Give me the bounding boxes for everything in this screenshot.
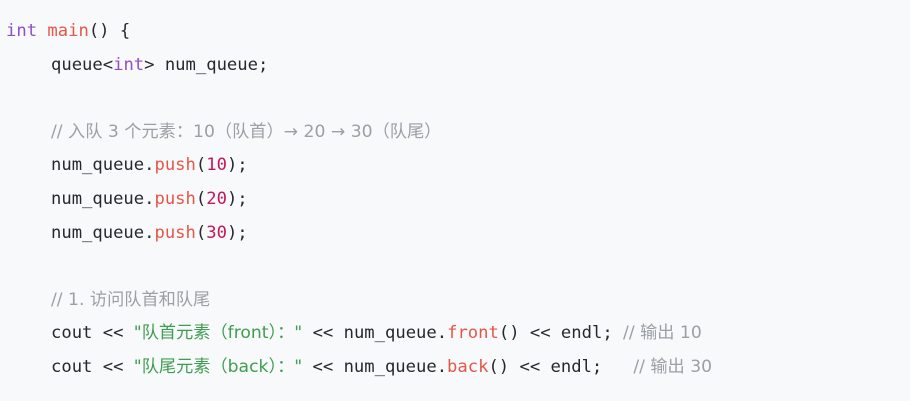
code-line-2: queue<int> num_queue;: [6, 49, 910, 83]
code-text: );: [226, 222, 248, 243]
code-text: (: [195, 222, 207, 243]
code-comment: // 1. 访问队首和队尾: [51, 289, 211, 310]
code-text: << num_queue.: [302, 356, 448, 377]
number-literal: 10: [206, 155, 227, 176]
code-line-7: num_queue.push(30);: [6, 217, 910, 251]
code-line-3-blank: [6, 82, 910, 116]
code-line-9: // 1. 访问队首和队尾: [6, 284, 910, 318]
code-comment: // 输出 10: [623, 323, 702, 344]
code-comment: // 输出 30: [633, 356, 713, 377]
number-literal: 20: [206, 188, 227, 209]
code-text: > num_queue;: [144, 54, 269, 75]
code-line-11: cout << "队尾元素（back）：" << num_queue.back(…: [6, 351, 910, 385]
code-text: num_queue.: [51, 155, 155, 176]
code-text: );: [226, 188, 248, 209]
code-text: (: [195, 188, 207, 209]
code-text: cout <<: [51, 323, 134, 344]
code-text: num_queue.: [51, 188, 155, 209]
code-text: () << endl;: [488, 356, 634, 377]
function-push: push: [154, 222, 196, 243]
code-line-10: cout << "队首元素（front）：" << num_queue.fron…: [6, 317, 910, 351]
function-push: push: [154, 188, 196, 209]
function-main: main: [47, 21, 89, 41]
code-line-6: num_queue.push(20);: [6, 183, 910, 217]
code-comment: // 入队 3 个元素：10（队首）→ 20 → 30（队尾）: [51, 121, 442, 142]
number-literal: 30: [206, 222, 227, 243]
code-text: () << endl;: [498, 323, 624, 344]
code-text: num_queue.: [51, 222, 155, 243]
code-text: () {: [88, 21, 131, 41]
keyword-int: int: [6, 21, 38, 41]
code-line-4: // 入队 3 个元素：10（队首）→ 20 → 30（队尾）: [6, 116, 910, 150]
function-front: front: [447, 323, 499, 344]
string-literal: "队首元素（front）：": [133, 323, 303, 344]
function-push: push: [154, 155, 196, 176]
code-text: );: [226, 155, 248, 176]
code-text: << num_queue.: [302, 323, 448, 344]
function-back: back: [447, 356, 489, 377]
code-line-1: int main() {: [6, 15, 910, 49]
string-literal: "队尾元素（back）：": [133, 356, 303, 377]
code-text: (: [195, 155, 207, 176]
code-text: cout <<: [51, 356, 134, 377]
keyword-int: int: [113, 54, 145, 75]
code-line-8-blank: [6, 250, 910, 284]
code-text: queue<: [51, 54, 114, 75]
code-line-5: num_queue.push(10);: [6, 149, 910, 183]
